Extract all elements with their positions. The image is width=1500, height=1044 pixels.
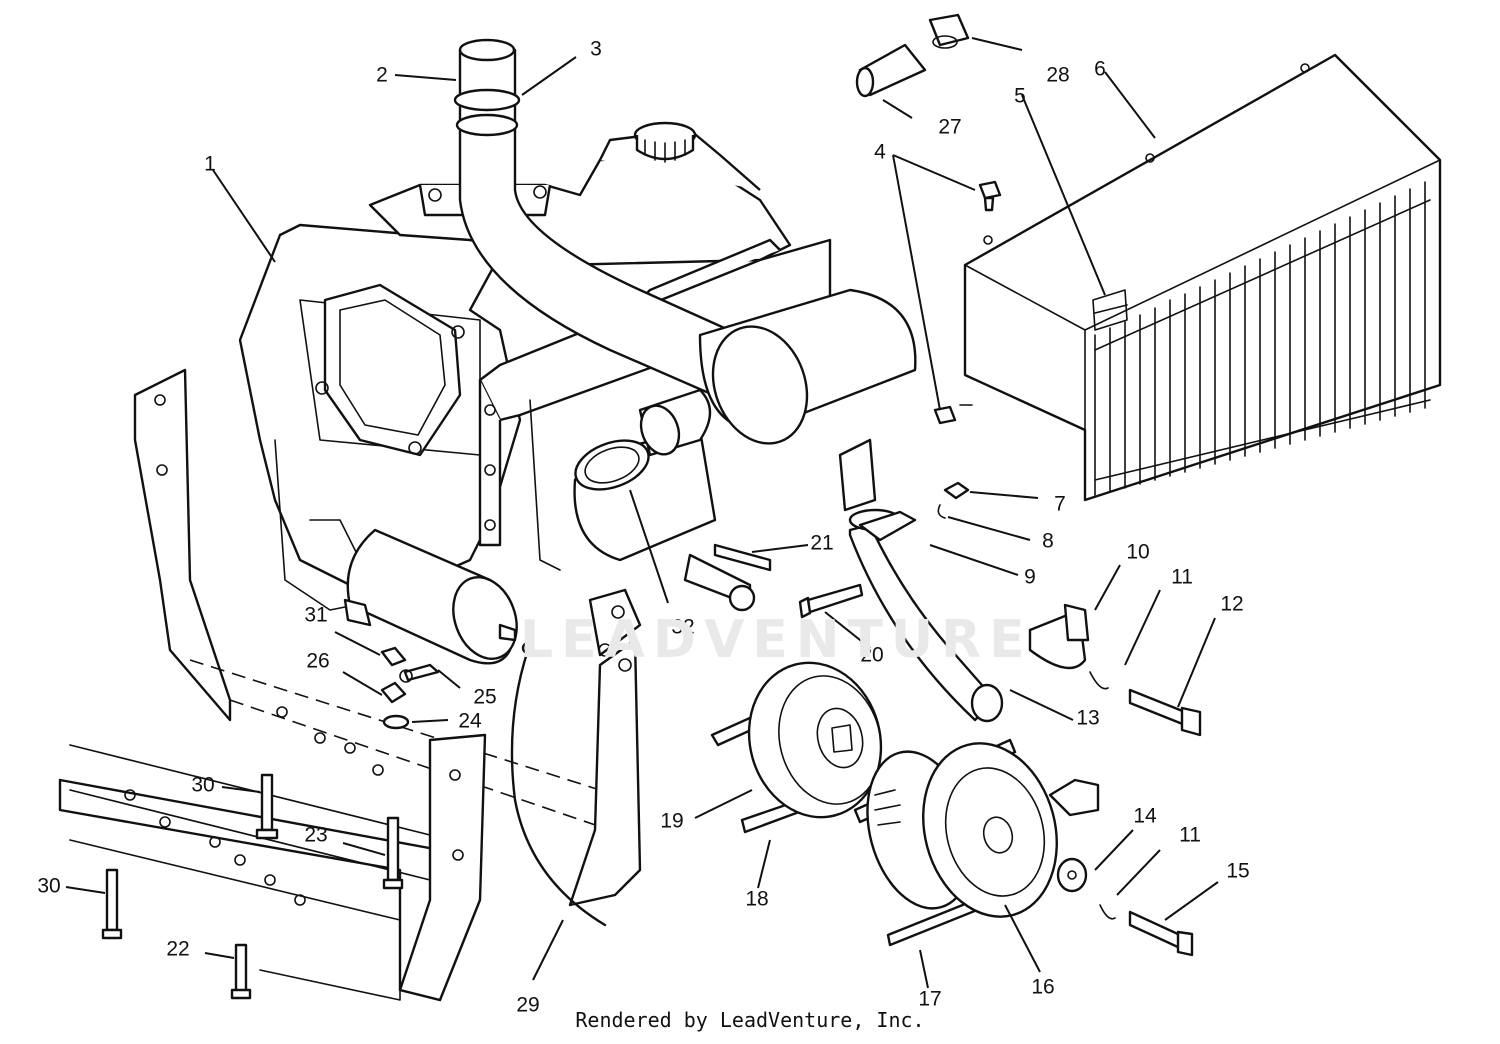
- callout-2: 2: [376, 64, 388, 87]
- exhaust-pipe: [453, 38, 742, 402]
- clutch-stop-arm: [848, 508, 1004, 723]
- driven-pulley: [710, 661, 883, 834]
- callout-21: 21: [810, 532, 833, 555]
- ground-wire-eyelet: [521, 641, 535, 655]
- callout-27: 27: [938, 116, 961, 139]
- callout-11: 11: [1171, 566, 1193, 589]
- callout-29: 29: [516, 994, 539, 1017]
- callout-6: 6: [1094, 58, 1106, 81]
- callout-1: 1: [204, 153, 216, 176]
- callout-28: 28: [1046, 64, 1069, 87]
- callout-8: 8: [1042, 530, 1054, 553]
- callout-3: 3: [590, 38, 602, 61]
- mounting-bolts: [101, 773, 404, 1000]
- breather-fittings: [855, 13, 970, 98]
- footer-credit-text: Rendered by LeadVenture, Inc.: [575, 1008, 925, 1032]
- callout-numbers: 1 2 3 4 5 6 7 8 9 10 11 12 13 14 11 15 1…: [37, 38, 1249, 1017]
- callout-13: 13: [1076, 707, 1099, 730]
- callout-5: 5: [1014, 85, 1026, 108]
- callout-9: 9: [1024, 566, 1036, 589]
- footer-credit: Rendered by LeadVenture, Inc.: [0, 1008, 1500, 1032]
- leader-lines: [65, 37, 1219, 989]
- pin-and-bolts: [1028, 603, 1202, 957]
- pto-clutch: [853, 738, 1100, 947]
- watermark-text: LEADVENTURE: [520, 610, 1033, 670]
- callout-18: 18: [745, 888, 768, 911]
- callout-32: 32: [671, 616, 694, 639]
- jackshaft-pieces: [683, 543, 772, 612]
- callout-31: 31: [304, 604, 327, 627]
- front-frame-right-plate: [568, 588, 642, 907]
- callout-16: 16: [1031, 976, 1054, 999]
- callout-23: 23: [304, 824, 327, 847]
- small-hardware: [380, 646, 440, 730]
- callout-30b: 30: [37, 875, 60, 898]
- ground-wire: [510, 648, 607, 927]
- callout-15: 15: [1226, 860, 1249, 883]
- callout-25: 25: [473, 686, 496, 709]
- callout-4: 4: [874, 141, 886, 164]
- callout-22: 22: [166, 938, 189, 961]
- callout-10: 10: [1126, 541, 1149, 564]
- starter-motor: [343, 528, 518, 665]
- shroud-cover: [959, 53, 1442, 502]
- callout-12: 12: [1220, 593, 1243, 616]
- callout-26: 26: [306, 650, 329, 673]
- callout-30: 30: [191, 774, 214, 797]
- callout-17: 17: [918, 988, 941, 1011]
- callout-14: 14: [1133, 805, 1157, 828]
- callout-7: 7: [1054, 493, 1066, 516]
- callout-20: 20: [860, 644, 883, 667]
- callout-19: 19: [660, 810, 683, 833]
- shroud-bolts: [933, 180, 1002, 425]
- callout-24: 24: [458, 710, 482, 733]
- front-frame-cross-rail: [58, 659, 611, 1002]
- carriage-bolt: [798, 583, 864, 619]
- callout-11b: 11: [1179, 824, 1201, 847]
- washers-clips: [937, 481, 1116, 920]
- muffler: [573, 288, 917, 562]
- front-frame-left-plate: [133, 368, 232, 722]
